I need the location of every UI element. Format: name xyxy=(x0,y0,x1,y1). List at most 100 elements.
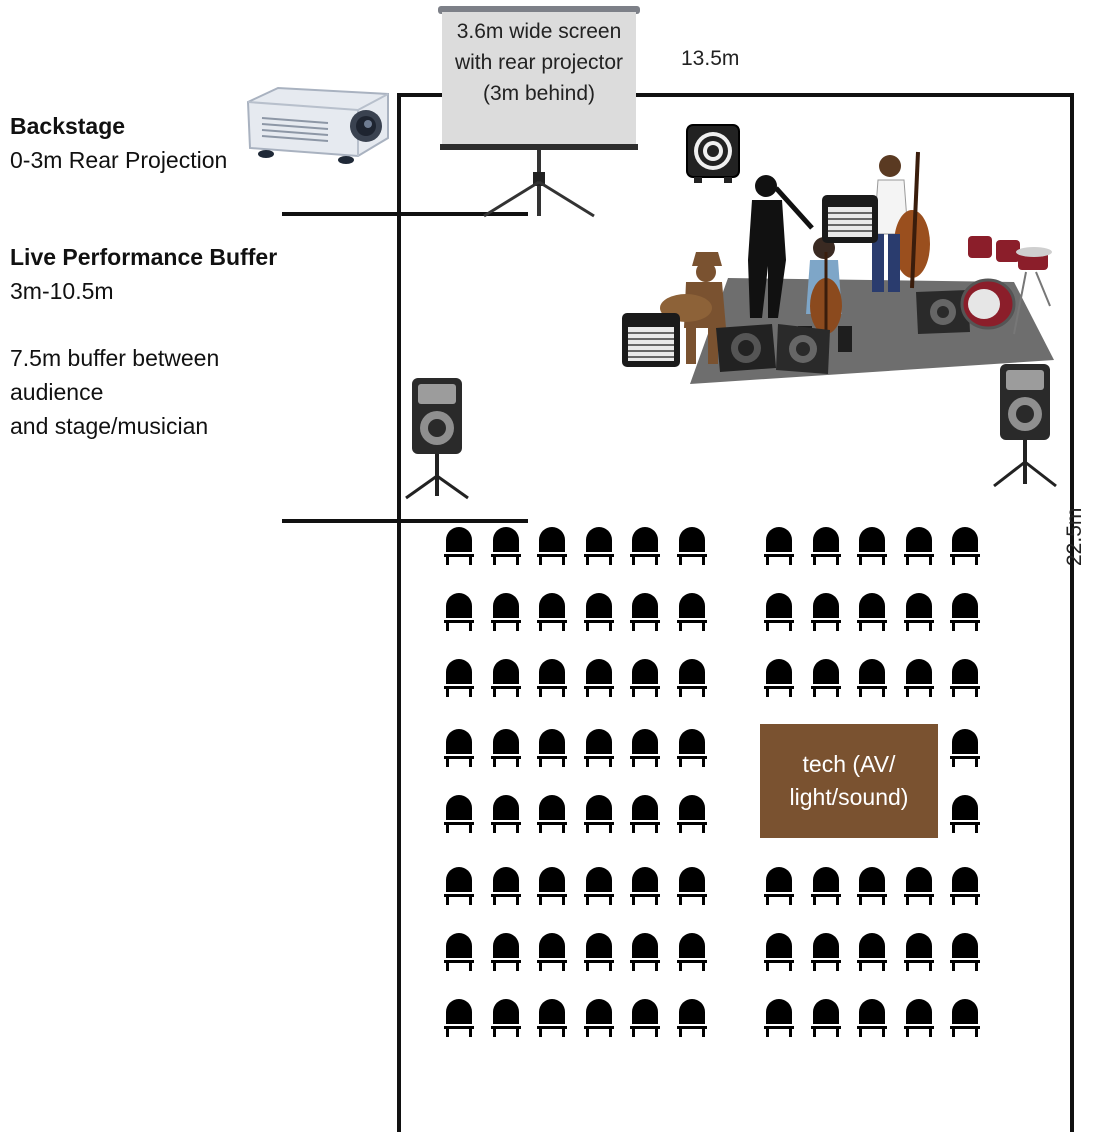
chair-icon xyxy=(490,866,521,906)
subwoofer-icon xyxy=(686,124,740,183)
chair-icon xyxy=(583,592,614,632)
room-wall-right xyxy=(1070,93,1074,1132)
amplifier-icon xyxy=(822,195,878,243)
chair-icon xyxy=(583,998,614,1038)
chair-icon xyxy=(444,794,474,834)
chair-icon xyxy=(950,526,980,566)
buffer-divider-line xyxy=(282,519,528,523)
chair-icon xyxy=(764,592,794,632)
buffer-title: Live Performance Buffer xyxy=(10,244,278,270)
chair-icon xyxy=(857,526,887,566)
room-length-label: 22.5m xyxy=(1063,507,1086,566)
chair-icon xyxy=(537,728,567,768)
chair-icon xyxy=(583,866,614,906)
chair-icon xyxy=(490,932,521,972)
chair-icon xyxy=(950,592,980,632)
chair-icon xyxy=(903,658,934,698)
chair-icon xyxy=(810,592,841,632)
chair-icon xyxy=(764,866,794,906)
pa-speaker-icon xyxy=(993,364,1057,488)
chair-icon xyxy=(630,526,660,566)
chair-icon xyxy=(630,592,660,632)
chair-icon xyxy=(764,998,794,1038)
screen-caption: 3.6m wide screen with rear projector (3m… xyxy=(454,20,624,105)
musician-icon xyxy=(872,151,930,292)
room-wall-top-right xyxy=(635,93,1074,97)
chair-icon xyxy=(537,932,567,972)
chair-icon xyxy=(903,866,934,906)
screen-stand-icon xyxy=(438,6,640,218)
chair-icon xyxy=(764,932,794,972)
chair-icon xyxy=(444,526,474,566)
chair-icon xyxy=(857,998,887,1038)
chair-icon xyxy=(810,658,841,698)
chair-icon xyxy=(950,998,980,1038)
chair-icon xyxy=(810,998,841,1038)
chair-icon xyxy=(583,728,614,768)
chair-icon xyxy=(583,526,614,566)
chair-icon xyxy=(810,866,841,906)
chair-icon xyxy=(857,658,887,698)
buffer-range: 3m-10.5m xyxy=(10,278,114,304)
backstage-title: Backstage xyxy=(10,113,126,139)
chair-icon xyxy=(676,728,707,768)
chair-icon xyxy=(490,794,521,834)
chair-icon xyxy=(950,728,980,768)
buffer-note-line2: audience xyxy=(10,379,104,405)
chair-icon xyxy=(490,592,521,632)
drum-kit-icon xyxy=(960,236,1052,335)
musician-icon xyxy=(748,175,814,318)
buffer-note-line1: 7.5m buffer between xyxy=(10,345,220,371)
chair-icon xyxy=(630,932,660,972)
chair-icon xyxy=(810,932,841,972)
chair-icon xyxy=(857,866,887,906)
musician-icon xyxy=(798,237,852,352)
chair-icon xyxy=(444,658,474,698)
backstage-subtitle: 0-3m Rear Projection xyxy=(10,147,228,173)
chair-icon xyxy=(537,592,567,632)
chair-icon xyxy=(444,728,474,768)
chair-icon xyxy=(950,794,980,834)
chair-icon xyxy=(537,526,567,566)
chair-icon xyxy=(537,998,567,1038)
tech-booth-label: tech (AV/ light/sound) xyxy=(789,751,909,810)
chair-icon xyxy=(490,728,521,768)
chair-icon xyxy=(950,866,980,906)
chair-icon xyxy=(490,658,521,698)
chair-icon xyxy=(630,658,660,698)
backstage-divider-line xyxy=(282,212,528,216)
chair-icon xyxy=(903,998,934,1038)
chair-icon xyxy=(903,932,934,972)
chair-icon xyxy=(537,794,567,834)
chair-icon xyxy=(950,932,980,972)
chair-icon xyxy=(676,998,707,1038)
buffer-note-line3: and stage/musician xyxy=(10,413,209,439)
chair-icon xyxy=(676,592,707,632)
pa-speaker-icon xyxy=(405,378,469,500)
room-wall-left xyxy=(397,93,401,1132)
chair-icon xyxy=(903,526,934,566)
chair-icon xyxy=(444,866,474,906)
chair-icon xyxy=(630,998,660,1038)
chair-icon xyxy=(857,932,887,972)
amplifier-icon xyxy=(622,313,680,367)
chair-icon xyxy=(810,526,841,566)
stage-monitor-icon xyxy=(716,324,776,372)
chair-icon xyxy=(950,658,980,698)
chair-icon xyxy=(444,998,474,1038)
chair-icon xyxy=(903,592,934,632)
room-wall-top-left xyxy=(397,93,443,97)
room-width-label: 13.5m xyxy=(681,47,740,70)
tech-booth: tech (AV/ light/sound) xyxy=(760,724,938,838)
projector-icon xyxy=(246,86,389,164)
chair-icon xyxy=(537,866,567,906)
stage-monitor-icon xyxy=(916,290,970,334)
chair-icon xyxy=(630,866,660,906)
chair-icon xyxy=(764,658,794,698)
chair-icon xyxy=(764,526,794,566)
chair-icon xyxy=(676,866,707,906)
stage-monitor-icon xyxy=(776,324,830,374)
chair-icon xyxy=(676,794,707,834)
chair-icon xyxy=(630,794,660,834)
chair-icon xyxy=(490,998,521,1038)
